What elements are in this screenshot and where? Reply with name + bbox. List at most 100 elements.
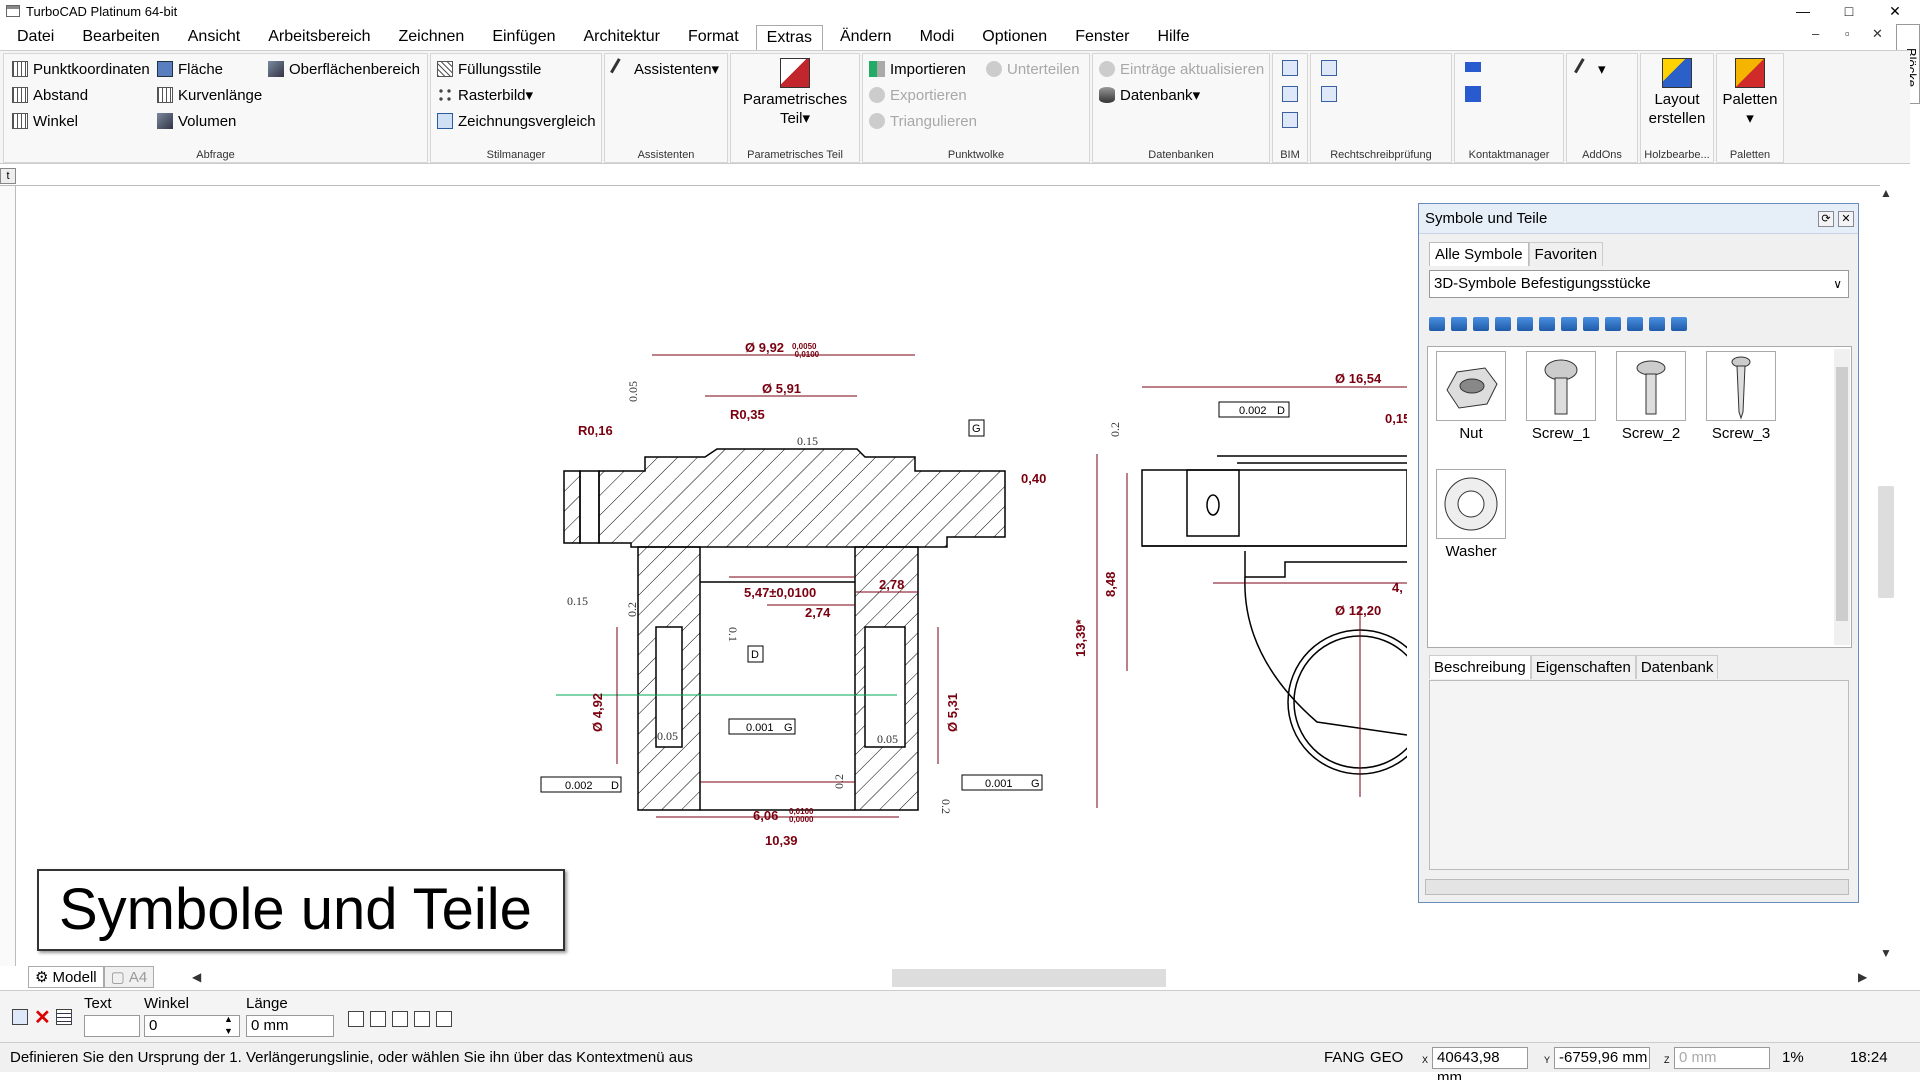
- bim-magic-icon[interactable]: [1282, 112, 1298, 128]
- menu-aendern[interactable]: Ändern: [839, 28, 892, 45]
- tab-a4[interactable]: ▢A4: [103, 966, 155, 988]
- dimension-style-3-icon[interactable]: [392, 1011, 408, 1027]
- triangulieren-button[interactable]: Triangulieren: [869, 110, 977, 132]
- menu-format[interactable]: Format: [687, 28, 739, 45]
- vertical-scroll-thumb[interactable]: [1878, 486, 1894, 598]
- angle-input[interactable]: 0: [144, 1015, 240, 1037]
- view-small-icon[interactable]: [1539, 317, 1555, 331]
- winkel-button[interactable]: Winkel: [12, 110, 78, 132]
- save-icon[interactable]: [1627, 317, 1643, 331]
- settings-icon[interactable]: [1671, 317, 1687, 331]
- bim-list-icon[interactable]: [1282, 86, 1298, 102]
- menu-ansicht[interactable]: Ansicht: [187, 28, 241, 45]
- z-coordinate[interactable]: 0 mm: [1674, 1047, 1770, 1069]
- length-input[interactable]: 0 mm: [246, 1015, 334, 1037]
- symbol-item[interactable]: Nut: [1436, 351, 1506, 442]
- cancel-icon[interactable]: ✕: [34, 1007, 51, 1029]
- angle-spinner-icon[interactable]: ▲▼: [224, 1014, 233, 1036]
- snap-indicator[interactable]: FANG: [1324, 1049, 1365, 1066]
- menu-zeichnen[interactable]: Zeichnen: [398, 28, 465, 45]
- symbol-library-select[interactable]: 3D-Symbole Befestigungsstücke ∨: [1429, 270, 1849, 298]
- menu-bearbeiten[interactable]: Bearbeiten: [82, 28, 160, 45]
- select-mode-icon[interactable]: [12, 1009, 28, 1025]
- symbol-grid-scrollbar[interactable]: [1834, 349, 1850, 645]
- tab-datenbank[interactable]: Datenbank: [1635, 655, 1719, 679]
- menu-architektur[interactable]: Architektur: [583, 28, 660, 45]
- volumen-button[interactable]: Volumen: [157, 110, 236, 132]
- assistenten-button[interactable]: Assistenten▾: [610, 58, 719, 80]
- spellcheck-icon[interactable]: [1321, 60, 1337, 76]
- back-icon[interactable]: [1429, 317, 1445, 331]
- maximize-button[interactable]: □: [1844, 3, 1854, 19]
- bim-tool-icon[interactable]: [1282, 60, 1298, 76]
- symbol-item[interactable]: Screw_2: [1616, 351, 1686, 442]
- drawing-canvas[interactable]: Ø 9,92 Ø 5,91 R0,35 R0,16 0,40 5,47±0,01…: [17, 187, 1433, 965]
- datenbank-button[interactable]: Datenbank▾: [1099, 84, 1200, 106]
- scroll-right-icon[interactable]: ▶: [1858, 970, 1868, 984]
- geo-indicator[interactable]: GEO: [1370, 1049, 1404, 1066]
- technical-drawing[interactable]: Ø 9,92 Ø 5,91 R0,35 R0,16 0,40 5,47±0,01…: [17, 187, 1433, 965]
- menu-fenster[interactable]: Fenster: [1075, 28, 1130, 45]
- dimension-style-2-icon[interactable]: [370, 1011, 386, 1027]
- mdi-minimize-button[interactable]: –: [1812, 26, 1820, 41]
- fuellungsstile-button[interactable]: Füllungsstile: [437, 58, 541, 80]
- ucs-corner-icon[interactable]: t: [0, 168, 16, 184]
- symbol-item[interactable]: Washer: [1436, 469, 1506, 560]
- y-coordinate[interactable]: -6759,96 mm: [1554, 1047, 1650, 1069]
- oberflaechenbereich-button[interactable]: Oberflächenbereich: [268, 58, 420, 80]
- view-details-icon[interactable]: [1583, 317, 1599, 331]
- dimension-style-4-icon[interactable]: [414, 1011, 430, 1027]
- exportieren-button[interactable]: Exportieren: [869, 84, 967, 106]
- refresh-icon[interactable]: [1605, 317, 1621, 331]
- zeichnungsvergleich-button[interactable]: Zeichnungsvergleich: [437, 110, 596, 132]
- addons-button[interactable]: ▾: [1574, 58, 1606, 80]
- forward-icon[interactable]: [1451, 317, 1467, 331]
- menu-optionen[interactable]: Optionen: [982, 28, 1048, 45]
- dimension-style-1-icon[interactable]: [348, 1011, 364, 1027]
- pin-icon[interactable]: ⟳: [1818, 211, 1834, 227]
- menu-hilfe[interactable]: Hilfe: [1157, 28, 1190, 45]
- mdi-close-button[interactable]: ✕: [1872, 26, 1883, 41]
- abstand-button[interactable]: Abstand: [12, 84, 88, 106]
- rasterbild-button[interactable]: Rasterbild▾: [437, 84, 533, 106]
- minimize-button[interactable]: —: [1796, 3, 1810, 19]
- menu-extras[interactable]: Extras: [755, 24, 823, 50]
- importieren-button[interactable]: Importieren: [869, 58, 966, 80]
- text-field[interactable]: [84, 1015, 140, 1037]
- view-large-icon[interactable]: [1517, 317, 1533, 331]
- unterteilen-button[interactable]: Unterteilen: [986, 58, 1080, 80]
- tab-favoriten[interactable]: Favoriten: [1528, 242, 1604, 266]
- panel-close-icon[interactable]: ✕: [1838, 211, 1854, 227]
- eintraege-aktualisieren-button[interactable]: Einträge aktualisieren: [1099, 58, 1264, 80]
- table-icon[interactable]: [56, 1009, 72, 1025]
- view-list-icon[interactable]: [1561, 317, 1577, 331]
- tree-icon[interactable]: [1649, 317, 1665, 331]
- symbol-item[interactable]: Screw_1: [1526, 351, 1596, 442]
- x-coordinate[interactable]: 40643,98 mm: [1432, 1047, 1528, 1080]
- paletten-button[interactable]: Paletten ▾: [1717, 56, 1783, 128]
- menu-datei[interactable]: Datei: [17, 28, 55, 45]
- tab-beschreibung[interactable]: Beschreibung: [1429, 655, 1531, 679]
- scroll-down-icon[interactable]: ▼: [1880, 946, 1892, 960]
- dimension-style-5-icon[interactable]: [436, 1011, 452, 1027]
- parametrisches-teil-button[interactable]: Parametrisches Teil▾: [731, 56, 859, 128]
- symbol-item[interactable]: Screw_3: [1706, 351, 1776, 442]
- menu-einfuegen[interactable]: Einfügen: [492, 28, 556, 45]
- folder-icon[interactable]: [1473, 317, 1489, 331]
- flaeche-button[interactable]: Fläche: [157, 58, 223, 80]
- mdi-restore-button[interactable]: ▫: [1845, 26, 1850, 41]
- stamp-icon[interactable]: [1495, 317, 1511, 331]
- menu-arbeitsbereich[interactable]: Arbeitsbereich: [268, 28, 371, 45]
- tab-alle-symbole[interactable]: Alle Symbole: [1429, 242, 1529, 266]
- layout-erstellen-button[interactable]: Layout erstellen: [1641, 56, 1713, 128]
- tab-modell[interactable]: ⚙Modell: [28, 966, 104, 988]
- kurvenlaenge-button[interactable]: Kurvenlänge: [157, 84, 262, 106]
- close-button[interactable]: ✕: [1889, 2, 1901, 19]
- tab-eigenschaften[interactable]: Eigenschaften: [1530, 655, 1636, 679]
- menu-modi[interactable]: Modi: [919, 28, 955, 45]
- contact-card-icon[interactable]: [1465, 62, 1481, 72]
- punktkoordinaten-button[interactable]: Punktkoordinaten: [12, 58, 150, 80]
- scroll-up-icon[interactable]: ▲: [1880, 186, 1892, 200]
- spellcheck-abc-icon[interactable]: [1321, 86, 1337, 102]
- contact-book-icon[interactable]: [1465, 86, 1481, 102]
